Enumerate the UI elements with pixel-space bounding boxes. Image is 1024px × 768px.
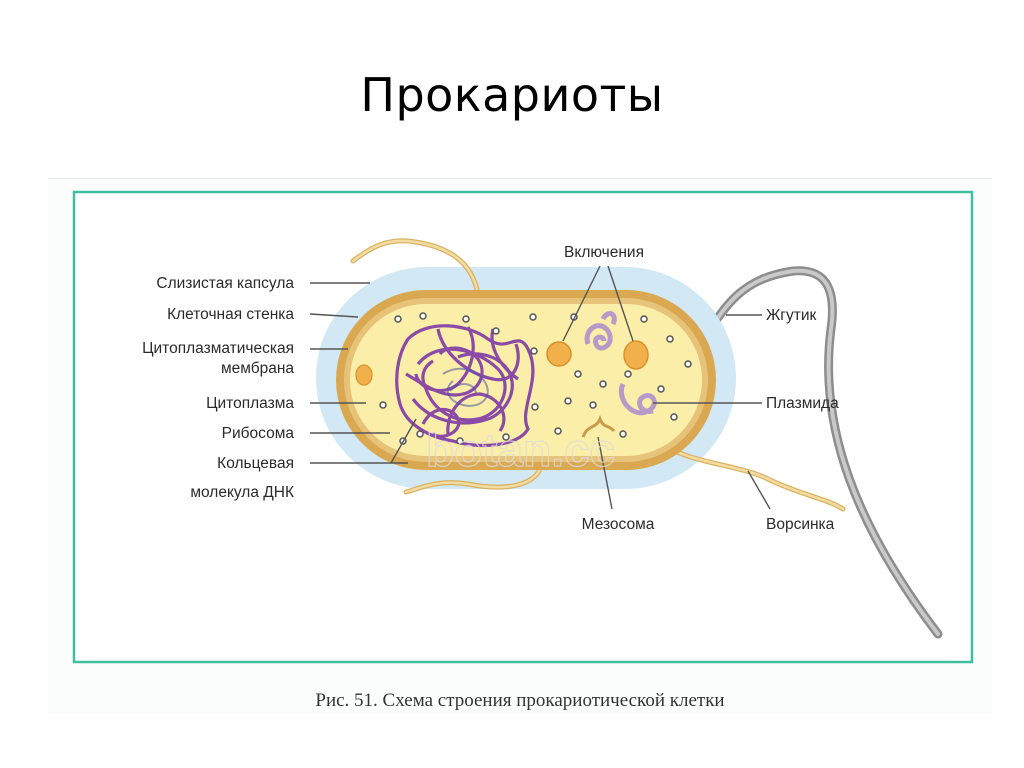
label-dna-line1: Кольцевая [217,455,294,472]
watermark: botan.cc [426,424,615,476]
slide-title: Прокариоты [360,68,664,122]
label-membrane-line1: Цитоплазматическая [142,340,294,357]
label-capsule: Слизистая капсула [156,275,294,292]
pilus-top-core [351,239,482,311]
inclusion-small [355,364,373,386]
ribosomes [379,312,692,445]
label-mesosome: Мезосома [582,516,655,533]
figure-caption: Рис. 51. Схема строения прокариотической… [315,690,725,711]
leader-lines [309,265,771,510]
label-plasmid: Плазмида [766,395,839,412]
dna-core [442,367,489,407]
label-dna-line2: молекула ДНК [190,484,294,501]
mesosome [581,414,616,438]
label-cytoplasm: Цитоплазма [206,395,294,412]
label-pilus: Ворсинка [766,516,835,533]
pilus-bottom-core [404,452,543,494]
label-membrane-line2: мембрана [221,360,294,377]
plasmid-lower [618,382,657,416]
label-inclusions: Включения [564,244,644,261]
pilus-right-core [656,439,845,511]
label-ribosome: Рибосома [222,425,295,442]
label-cell-wall: Клеточная стенка [167,306,294,323]
cell-diagram: botan.cc Слизистая капсула Клеточная сте… [72,190,974,664]
inclusion-left [546,341,572,367]
flagellum-highlight [696,268,940,636]
plasmid-upper [584,311,617,351]
figure-frame: botan.cc Слизистая капсула Клеточная сте… [48,178,992,714]
inclusion-right [623,340,649,370]
label-flagellum: Жгутик [766,307,816,324]
